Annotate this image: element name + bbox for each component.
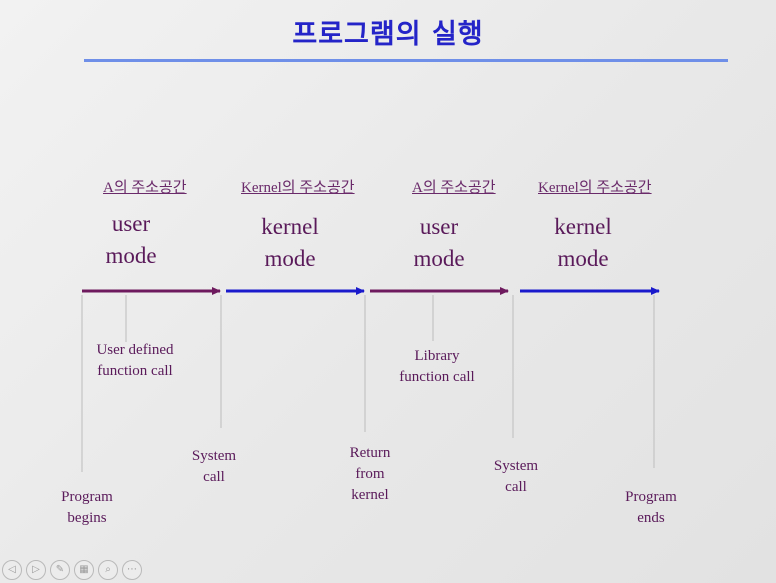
address-space-label-a-1: A의 주소공간 xyxy=(103,180,187,196)
slide-title: 프로그램의 실행 xyxy=(292,19,484,50)
zoom-icon[interactable]: ⌕ xyxy=(98,560,118,580)
mode-label-user-2: user mode xyxy=(413,214,465,271)
event-label-user-function-call: User defined function call xyxy=(96,342,174,379)
event-label-program-begins: Program begins xyxy=(61,489,113,526)
event-label-return-from-kernel: Return from kernel xyxy=(349,445,391,503)
previous-icon[interactable]: ◁ xyxy=(2,560,22,580)
address-space-label-kernel-1: Kernel의 주소공간 xyxy=(241,180,355,196)
mode-label-kernel-2: kernel mode xyxy=(554,214,612,271)
event-label-system-call-2: System call xyxy=(493,458,539,495)
event-label-system-call-1: System call xyxy=(191,448,237,485)
event-label-library-call: Library function call xyxy=(399,348,475,385)
next-icon[interactable]: ▷ xyxy=(26,560,46,580)
pen-icon[interactable]: ✎ xyxy=(50,560,70,580)
event-label-program-ends: Program ends xyxy=(625,489,677,526)
mode-label-user-1: user mode xyxy=(105,211,157,268)
address-space-label-a-2: A의 주소공간 xyxy=(412,180,496,196)
title-rule xyxy=(84,59,728,62)
slides-icon[interactable]: ▦ xyxy=(74,560,94,580)
slideshow-toolbar: ◁ ▷ ✎ ▦ ⌕ ⋯ xyxy=(0,557,142,583)
mode-label-kernel-1: kernel mode xyxy=(261,214,319,271)
address-space-label-kernel-2: Kernel의 주소공간 xyxy=(538,180,652,196)
more-icon[interactable]: ⋯ xyxy=(122,560,142,580)
